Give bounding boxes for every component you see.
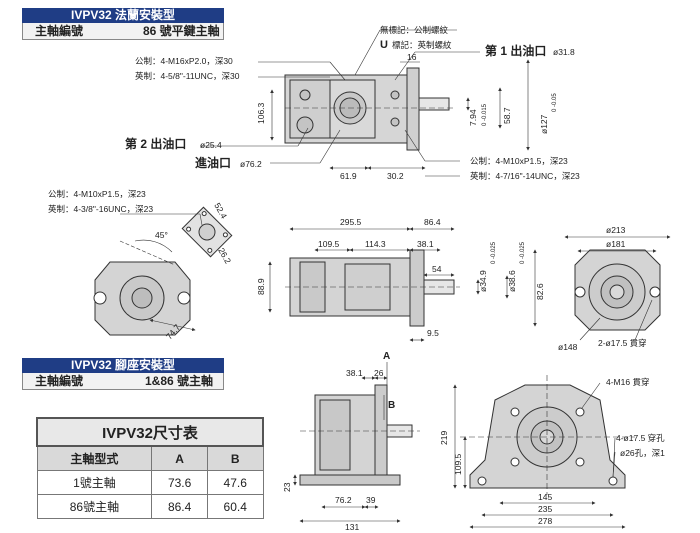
foot-label-A: A: [383, 351, 390, 362]
foot-dim-278: 278: [538, 516, 552, 526]
port-flange-view: [93, 206, 233, 336]
dim-295-5: 295.5: [340, 217, 362, 227]
shaft: [418, 97, 450, 111]
foot-dim-39: 39: [366, 495, 376, 505]
angle-45: 45°: [155, 230, 168, 240]
dim-9-5: 9.5: [427, 328, 439, 338]
table-cell: 1號主軸: [36, 470, 153, 495]
dim-30-2: 30.2: [387, 171, 404, 181]
foot-dim-219: 219: [439, 431, 449, 445]
foot-dim-76-2: 76.2: [335, 495, 352, 505]
dim-148: ø148: [558, 342, 578, 352]
foot-dim-26: 26: [374, 368, 384, 378]
flange-mount-header: IVPV32 法蘭安裝型: [22, 8, 224, 23]
size-table: IVPV32尺寸表 主軸型式 A B 1號主軸 73.6 47.6 86號主軸 …: [36, 417, 264, 519]
mount-flange: [406, 67, 420, 151]
note-metric-bottom: 公制：4-M10xP1.5，深23: [470, 156, 568, 166]
flange-front-view: [574, 249, 661, 331]
outlet2-dia: ø25.4: [200, 140, 222, 150]
port-imperial: 英制：4-3/8"-16UNC，深23: [48, 204, 153, 214]
foot-26-hole: ø26孔，深1: [620, 448, 665, 458]
outlet2-label: 第 2 出油口: [125, 136, 186, 151]
dim-26-2: 26.2: [216, 246, 233, 266]
size-table-header: A: [151, 445, 208, 471]
foot-shaft-value: 1&86 號主軸: [145, 374, 214, 388]
note-metric-top: 公制：4-M16xP2.0，深30: [135, 56, 233, 66]
outlet1-dia: ø31.8: [553, 47, 575, 57]
dim-38-6-tol: 0 -0.025: [520, 241, 526, 264]
foot-m16: 4-M16 貫穿: [606, 377, 649, 387]
table-cell: 47.6: [206, 470, 264, 495]
table-cell: 86號主軸: [36, 494, 153, 519]
note-imperial-bottom: 英制：4-7/16"-14UNC，深23: [470, 171, 580, 181]
dim-54: 54: [432, 264, 442, 274]
flange-shaft-label: 主軸編號: [35, 24, 84, 38]
dim-114-3: 114.3: [365, 239, 386, 249]
note-u-mark: 標記：英制螺紋: [392, 40, 452, 50]
dim-52-4: 52.4: [212, 201, 229, 221]
flange-shaft-value: 86 號平鍵主軸: [143, 24, 220, 38]
foot-dim-23: 23: [282, 482, 292, 492]
flange-side-view: [285, 249, 460, 327]
note-no-mark: 無標記：公制螺紋: [380, 25, 449, 35]
foot-dim-145: 145: [538, 492, 552, 502]
foot-shaft-label: 主軸編號: [35, 374, 84, 388]
foot-dim-131: 131: [345, 522, 359, 532]
dim-7-94-tol: 0 -0.015: [482, 103, 488, 126]
size-table-title: IVPV32尺寸表: [36, 417, 264, 447]
dim-2-17-5: 2-ø17.5 貫穿: [598, 338, 647, 348]
dim-181: ø181: [606, 239, 626, 249]
table-cell: 73.6: [151, 470, 208, 495]
dim-86-4: 86.4: [424, 217, 441, 227]
dim-16: 16: [407, 52, 417, 62]
size-table-header: 主軸型式: [36, 445, 153, 471]
port-metric: 公制：4-M10xP1.5，深23: [48, 189, 146, 199]
dim-106-3: 106.3: [256, 102, 266, 124]
dim-127-tol: 0 -0.05: [552, 93, 558, 112]
foot-shaft-row: 主軸編號 1&86 號主軸: [22, 373, 224, 390]
dim-38-6: ø38.6: [507, 270, 517, 292]
dim-7-94: 7.94: [468, 109, 478, 126]
dim-88-9: 88.9: [256, 278, 266, 295]
inlet-dia: ø76.2: [240, 159, 262, 169]
flange-shaft-row: 主軸編號 86 號平鍵主軸: [22, 23, 224, 40]
flange-pump-view: [284, 67, 455, 151]
dim-82-6: 82.6: [535, 283, 545, 300]
table-row: 86號主軸 86.4 60.4: [36, 494, 264, 519]
dim-61-9: 61.9: [340, 171, 357, 181]
foot-dim-109-5: 109.5: [453, 453, 463, 475]
table-cell: 86.4: [151, 494, 208, 519]
dim-109-5: 109.5: [318, 239, 340, 249]
dim-127: ø127: [539, 114, 549, 134]
dim-213: ø213: [606, 225, 626, 235]
foot-mount-header: IVPV32 腳座安裝型: [22, 358, 224, 373]
dim-34-9-tol: 0 -0.025: [491, 241, 497, 264]
outlet1-label: 第 1 出油口: [485, 43, 546, 58]
note-u-letter: U: [380, 39, 388, 51]
foot-front-view: [460, 375, 635, 495]
note-imperial-top: 英制：4-5/8"-11UNC，深30: [135, 71, 240, 81]
foot-label-B: B: [388, 400, 395, 411]
dim-58-7: 58.7: [502, 107, 512, 124]
dim-38-1: 38.1: [417, 239, 434, 249]
size-table-header: B: [206, 445, 264, 471]
foot-side-view: [299, 384, 420, 486]
foot-dim-38-1: 38.1: [346, 368, 363, 378]
foot-dim-235: 235: [538, 504, 552, 514]
foot-17-5: 4-ø17.5 穿孔: [616, 433, 665, 443]
dim-34-9: ø34.9: [478, 270, 488, 292]
table-row: 1號主軸 73.6 47.6: [36, 470, 264, 495]
inlet-label: 進油口: [195, 155, 231, 170]
table-cell: 60.4: [206, 494, 264, 519]
